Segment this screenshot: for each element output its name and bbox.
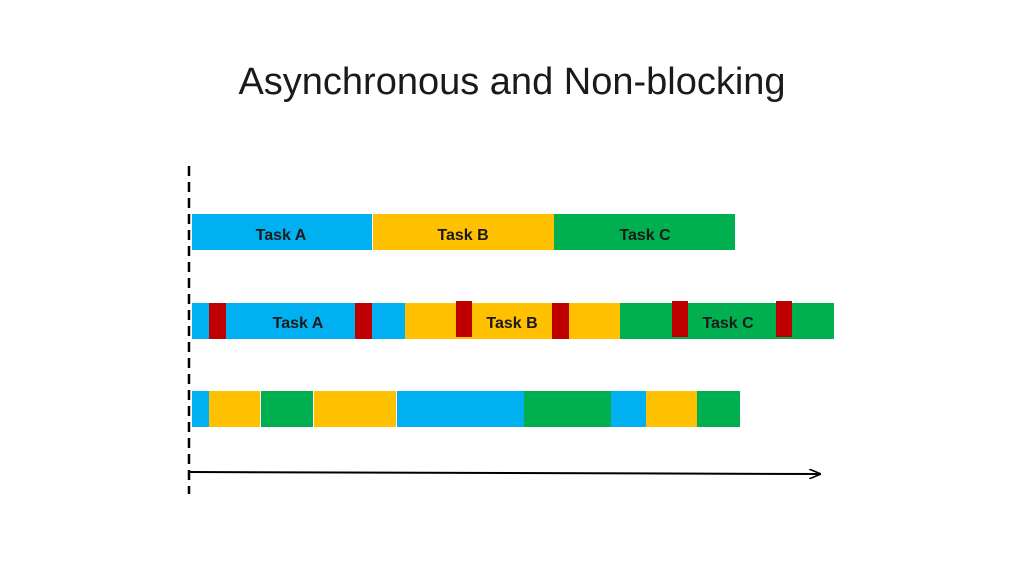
row2-wait-marker — [776, 301, 792, 337]
row1-task-c-segment — [554, 214, 735, 250]
row2-wait-marker — [209, 303, 226, 339]
slide-title: Asynchronous and Non-blocking — [238, 61, 786, 103]
row3-task-c-segment — [697, 391, 740, 427]
row3-task-b-segment — [646, 391, 697, 427]
row2-wait-marker — [355, 303, 372, 339]
row2-wait-marker — [552, 303, 569, 339]
row-sequential: Task A Task B Task C — [192, 214, 735, 250]
row2-task-a-label: Task A — [273, 315, 324, 332]
row3-task-b-segment — [314, 391, 396, 427]
row2-task-c-segment — [620, 303, 834, 339]
row3-task-b-segment — [209, 391, 260, 427]
row2-task-c-label: Task C — [702, 315, 754, 332]
row1-task-b-segment — [373, 214, 554, 250]
row3-task-c-segment — [261, 391, 313, 427]
row2-wait-marker — [672, 301, 688, 337]
row2-task-b-segment — [405, 303, 620, 339]
row1-task-c-label: Task C — [619, 227, 671, 244]
time-arrow — [188, 472, 820, 474]
row2-wait-marker — [456, 301, 472, 337]
row3-task-a-segment — [192, 391, 209, 427]
row3-task-a-segment — [611, 391, 646, 427]
row1-task-a-segment — [192, 214, 372, 250]
row-blocking-waits: Task A Task B Task C — [192, 301, 834, 339]
row-interleaved — [192, 391, 740, 427]
row3-task-c-segment — [524, 391, 611, 427]
row1-task-a-label: Task A — [256, 227, 307, 244]
row2-task-b-label: Task B — [486, 315, 537, 332]
row3-task-a-segment — [397, 391, 524, 427]
row1-task-b-label: Task B — [437, 227, 488, 244]
